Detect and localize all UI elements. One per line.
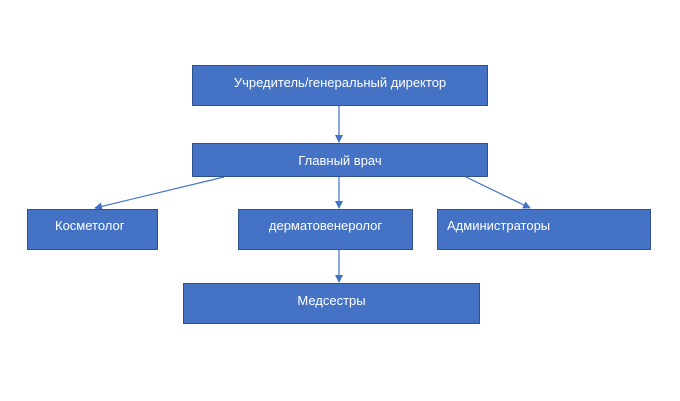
node-cosmetologist-label: Косметолог <box>55 218 125 233</box>
node-chief-doctor-label: Главный врач <box>298 153 382 168</box>
node-dermatovenereologist: дерматовенеролог <box>238 209 413 250</box>
node-dermatovenereologist-label: дерматовенеролог <box>268 218 383 233</box>
edge-chief-to-cosmetologist <box>94 176 225 211</box>
node-cosmetologist: Косметолог <box>27 209 158 250</box>
node-administrators-label: Администраторы <box>447 218 551 233</box>
node-nurses-label: Медсестры <box>297 293 366 308</box>
node-chief-doctor: Главный врач <box>192 143 488 177</box>
node-founder-label: Учредитель/генеральный директор <box>233 75 447 90</box>
node-founder: Учредитель/генеральный директор <box>192 65 488 106</box>
node-nurses: Медсестры <box>183 283 480 324</box>
node-administrators: Администраторы <box>437 209 651 250</box>
edge-chief-to-administrators <box>465 176 531 209</box>
